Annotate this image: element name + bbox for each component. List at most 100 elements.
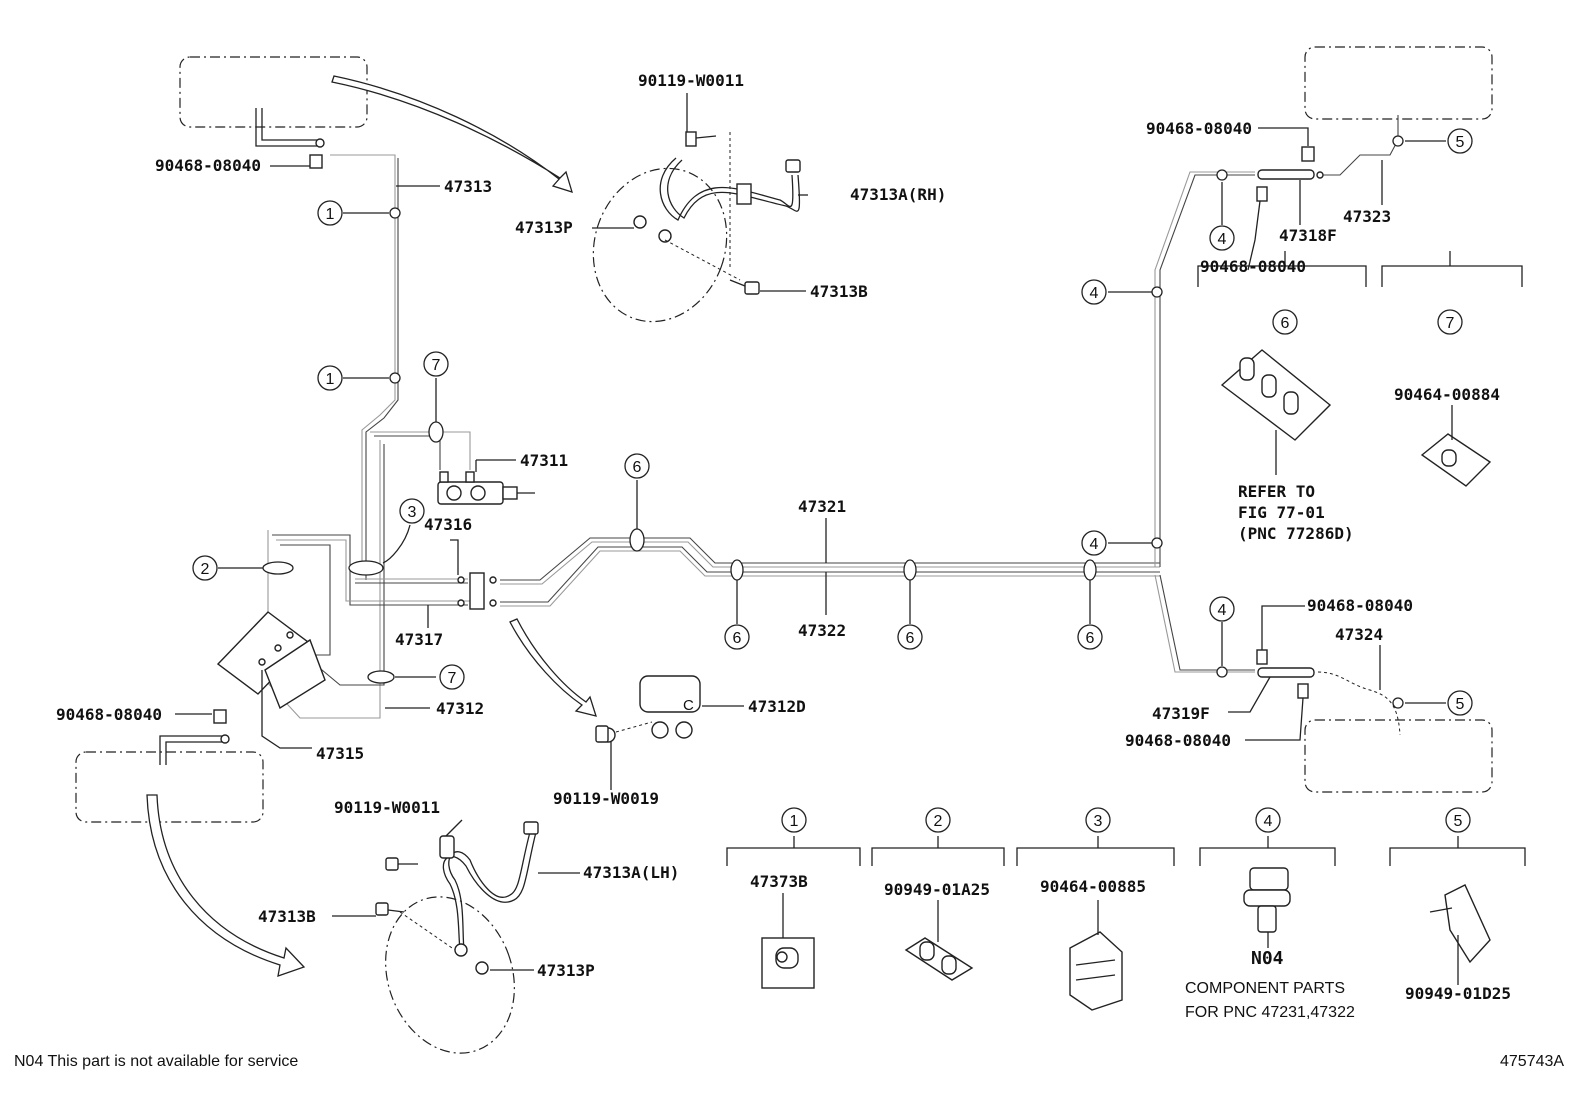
clamp-3 xyxy=(348,560,384,576)
svg-text:1: 1 xyxy=(326,206,335,223)
clamp-7-picture xyxy=(1420,433,1492,487)
clamp-6-d xyxy=(1083,559,1097,581)
callout-1-b: 1 xyxy=(317,365,343,391)
label-47312d: 47312D xyxy=(748,697,806,716)
label-47313: 47313 xyxy=(444,177,492,196)
callout-5-b: 5 xyxy=(1447,690,1473,716)
label-47311: 47311 xyxy=(520,451,568,470)
union-47319f xyxy=(1257,667,1315,678)
callout-6-a: 6 xyxy=(624,453,650,479)
svg-text:6: 6 xyxy=(1281,315,1290,332)
master-cylinder-47311 xyxy=(437,471,535,505)
callout-7-a: 7 xyxy=(423,351,449,377)
svg-text:1: 1 xyxy=(326,371,335,388)
abs-actuator xyxy=(216,611,326,710)
callout-6-b: 6 xyxy=(724,624,750,650)
svg-text:7: 7 xyxy=(448,670,457,687)
clip-90468-right2 xyxy=(1256,649,1268,665)
arrow-to-47312d xyxy=(509,618,597,717)
label-47373b: 47373B xyxy=(750,872,808,891)
label-90119-w0019: 90119-W0019 xyxy=(553,789,659,808)
clamp-1-picture xyxy=(761,937,815,989)
callout-1-a: 1 xyxy=(317,200,343,226)
pipe-47322-b xyxy=(500,550,1160,607)
svg-text:4: 4 xyxy=(1090,536,1099,553)
label-47313b-bot: 47313B xyxy=(258,907,316,926)
clip-90468-topleft xyxy=(255,108,325,169)
label-47313a-lh: 47313A(LH) xyxy=(583,863,679,882)
label-47313p-top: 47313P xyxy=(515,218,573,237)
callout-6-legend: 6 xyxy=(1272,309,1298,335)
node-5-top xyxy=(1392,135,1404,147)
callout-6-d: 6 xyxy=(1077,624,1103,650)
pipe-47324 xyxy=(1317,671,1401,736)
component-parts-line-1: COMPONENT PARTS xyxy=(1185,980,1345,997)
svg-text:2: 2 xyxy=(201,561,210,578)
label-47319f: 47319F xyxy=(1152,704,1210,723)
svg-text:5: 5 xyxy=(1454,813,1463,830)
hose-47313a-rh xyxy=(633,131,801,295)
figure-id: 475743A xyxy=(1500,1053,1564,1070)
clip-90468-rightmid xyxy=(1256,186,1268,202)
clamp-3-picture xyxy=(1069,931,1123,1011)
label-47313b-top: 47313B xyxy=(810,282,868,301)
callout-4-b: 4 xyxy=(1081,530,1107,556)
pipe-left-loop-b xyxy=(276,539,470,602)
node-4-bot xyxy=(1216,666,1228,678)
clamp-7-bot xyxy=(367,670,395,684)
label-90468-right2: 90468-08040 xyxy=(1307,596,1413,615)
svg-text:1: 1 xyxy=(790,813,799,830)
callout-5-legend: 5 xyxy=(1445,807,1471,833)
svg-text:4: 4 xyxy=(1090,285,1099,302)
footer-note: N04 This part is not available for servi… xyxy=(14,1053,298,1070)
label-90464-00885: 90464-00885 xyxy=(1040,877,1146,896)
pipe-47313-b xyxy=(365,158,399,580)
label-47318f: 47318F xyxy=(1279,226,1337,245)
label-47313p-bot: 47313P xyxy=(537,961,595,980)
node-5-bot xyxy=(1392,697,1404,709)
pipe-47323 xyxy=(1320,115,1399,176)
clip-90468-right3 xyxy=(1297,683,1309,699)
arrow-to-lh-detail xyxy=(146,794,306,977)
svg-text:7: 7 xyxy=(432,357,441,374)
callout-4-c: 4 xyxy=(1209,225,1235,251)
label-47313a-rh: 47313A(RH) xyxy=(850,185,946,204)
detail-ellipse-lh xyxy=(385,896,515,1054)
callout-1-legend: 1 xyxy=(781,807,807,833)
label-90119-w0011-top: 90119-W0011 xyxy=(638,71,744,90)
label-90468-right3: 90468-08040 xyxy=(1125,731,1231,750)
arrow-to-rh-detail xyxy=(331,75,573,193)
svg-text:4: 4 xyxy=(1218,602,1227,619)
label-47322: 47322 xyxy=(798,621,846,640)
bracket-47312d: C xyxy=(595,675,701,743)
svg-text:7: 7 xyxy=(1446,315,1455,332)
label-47317: 47317 xyxy=(395,630,443,649)
clamp-7-top xyxy=(428,421,444,443)
callout-3: 3 xyxy=(399,498,425,524)
label-90949-01a25: 90949-01A25 xyxy=(884,880,990,899)
leader-lines xyxy=(175,93,1459,985)
clamp-2 xyxy=(262,561,294,575)
clip-90468-topright xyxy=(1301,146,1315,162)
label-90468-topleft: 90468-08040 xyxy=(155,156,261,175)
clamp-6-c xyxy=(903,559,917,581)
node-1a xyxy=(389,207,401,219)
svg-text:5: 5 xyxy=(1456,696,1465,713)
label-90468-rightmid: 90468-08040 xyxy=(1200,257,1306,276)
svg-text:6: 6 xyxy=(1086,630,1095,647)
node-4-mid xyxy=(1151,537,1163,549)
label-47312: 47312 xyxy=(436,699,484,718)
label-90949-01d25: 90949-01D25 xyxy=(1405,984,1511,1003)
label-47316: 47316 xyxy=(424,515,472,534)
clip-4-picture xyxy=(1243,867,1291,933)
refer-line-1: REFER TO xyxy=(1238,482,1315,501)
pipe-47312-b xyxy=(309,444,385,686)
node-4-upper xyxy=(1151,286,1163,298)
union-47318f xyxy=(1257,169,1324,180)
ref-box-bottom-right xyxy=(1304,719,1493,793)
ref-box-top-left xyxy=(179,56,368,128)
pipe-right-down xyxy=(1159,574,1255,671)
label-n04: N04 xyxy=(1251,948,1284,969)
pipe-47322 xyxy=(500,546,1160,603)
